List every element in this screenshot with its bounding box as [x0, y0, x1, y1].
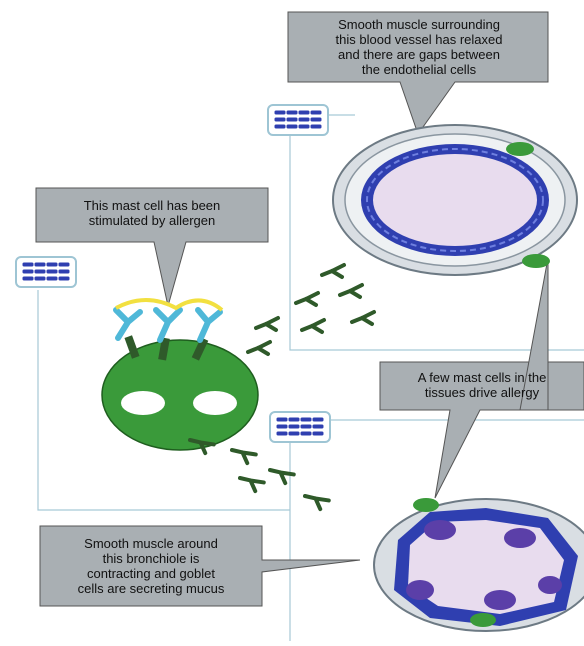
mast-cell-small	[522, 254, 550, 268]
tissue-icon-mast	[16, 257, 76, 287]
vessel-lumen	[373, 154, 537, 246]
goblet-cell	[484, 590, 516, 610]
callout-text-blood-vessel: Smooth muscle surrounding this blood ves…	[296, 17, 542, 77]
callout-text-bronchiole: Smooth muscle around this bronchiole is …	[46, 536, 256, 596]
callout-text-few-mast-cells: A few mast cells in the tissues drive al…	[384, 370, 580, 400]
mast-cell	[102, 300, 258, 450]
mast-cell-small	[470, 613, 496, 627]
ige-antibody	[156, 310, 180, 340]
tissue-icon-bronchiole	[270, 412, 330, 442]
callout-text-mast-cell: This mast cell has been stimulated by al…	[40, 198, 264, 228]
mast-cell-small	[506, 142, 534, 156]
mast-cell-small	[413, 498, 439, 512]
blood-vessel	[333, 125, 577, 275]
bronchiole	[374, 498, 584, 631]
ige-antibody	[198, 310, 220, 340]
tissue-icon-vessel	[268, 105, 328, 135]
ige-antibody	[116, 310, 140, 338]
goblet-cell	[406, 580, 434, 600]
goblet-cell	[504, 528, 536, 548]
goblet-cell	[538, 576, 562, 594]
mast-cell-granule	[121, 391, 165, 415]
goblet-cell	[424, 520, 456, 540]
mast-cell-granule	[193, 391, 237, 415]
